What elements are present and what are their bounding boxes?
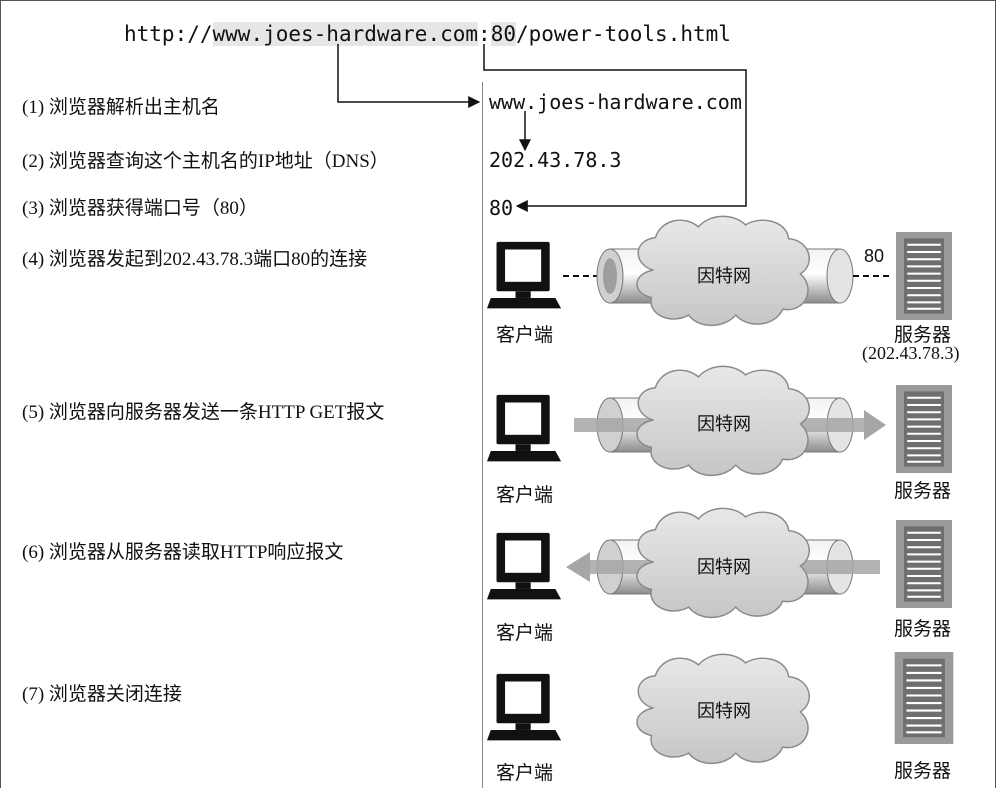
server-label: 服务器 <box>894 325 952 346</box>
row-connect <box>487 215 954 327</box>
server-label: 服务器 <box>894 619 952 640</box>
server-ip-label: (202.43.78.3) <box>862 343 960 363</box>
step-6-label: (6) 浏览器从服务器读取HTTP响应报文 <box>22 542 344 563</box>
client-label: 客户端 <box>496 623 554 644</box>
computer-icon <box>487 532 562 600</box>
step-4-label: (4) 浏览器发起到202.43.78.3端口80的连接 <box>22 249 368 270</box>
internet-label: 因特网 <box>697 414 751 434</box>
server-icon <box>894 520 954 608</box>
connector-host <box>337 44 481 108</box>
client-label: 客户端 <box>496 763 554 784</box>
internet-label: 因特网 <box>697 557 751 577</box>
step-3-label: (3) 浏览器获得端口号（80） <box>22 198 258 219</box>
internet-label: 因特网 <box>697 266 751 286</box>
row-request <box>487 365 954 477</box>
step-2-label: (2) 浏览器查询这个主机名的IP地址（DNS） <box>22 151 389 172</box>
client-label: 客户端 <box>496 325 554 346</box>
result-hostname: www.joes-hardware.com <box>489 90 742 114</box>
url-line: http://www.joes-hardware.com:80/power-to… <box>124 22 731 46</box>
url-scheme: http:// <box>124 22 213 46</box>
client-label: 客户端 <box>496 485 554 506</box>
step-1-label: (1) 浏览器解析出主机名 <box>22 97 220 118</box>
step-7-label: (7) 浏览器关闭连接 <box>22 684 182 705</box>
url-port: 80 <box>490 22 516 46</box>
internet-label: 因特网 <box>697 701 751 721</box>
arrow-icon <box>864 410 886 440</box>
server-icon <box>893 652 955 744</box>
url-colon: : <box>478 22 491 46</box>
arrow-icon <box>566 552 590 582</box>
row-response <box>487 507 954 619</box>
url-host: www.joes-hardware.com <box>212 22 479 46</box>
computer-icon <box>487 673 562 741</box>
server-label: 服务器 <box>894 761 952 782</box>
port-label: 80 <box>864 246 885 266</box>
computer-icon <box>487 241 562 309</box>
vertical-divider <box>482 82 483 788</box>
server-icon <box>894 232 954 320</box>
server-icon <box>894 385 954 473</box>
step-5-label: (5) 浏览器向服务器发送一条HTTP GET报文 <box>22 402 385 423</box>
url-path: /power-tools.html <box>515 22 731 46</box>
server-label: 服务器 <box>894 481 952 502</box>
connector-port <box>483 44 747 212</box>
result-ip: 202.43.78.3 <box>489 148 622 172</box>
computer-icon <box>487 394 562 462</box>
result-port: 80 <box>489 196 514 220</box>
